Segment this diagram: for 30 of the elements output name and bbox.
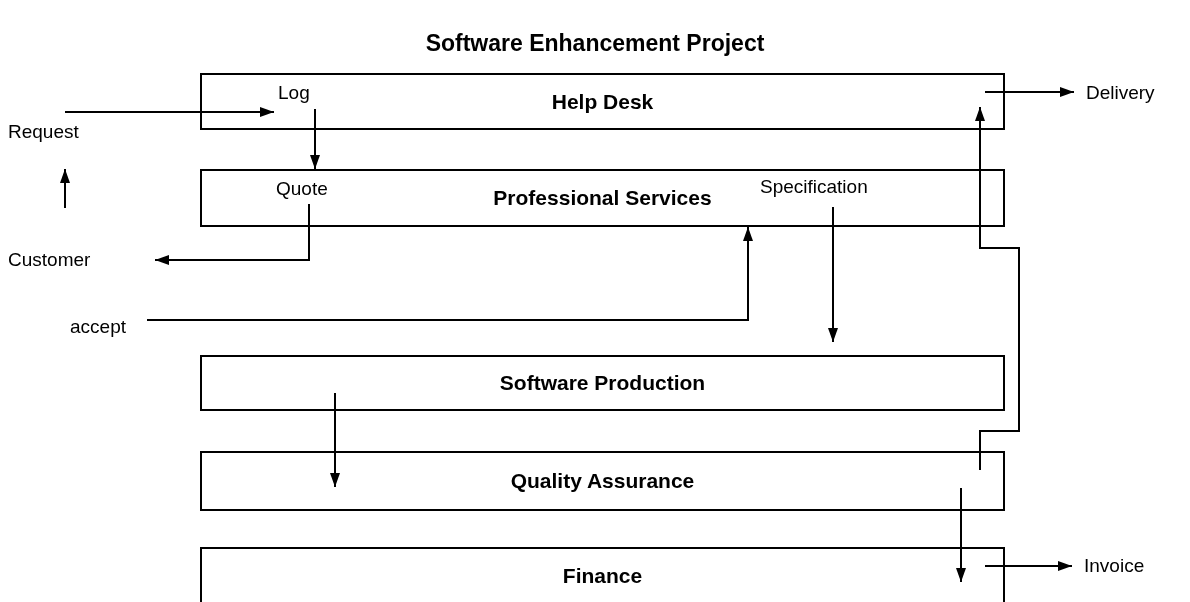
arrow (975, 106, 1020, 471)
swimlane-box (200, 451, 1005, 511)
arrow (828, 206, 838, 343)
swimlane-box (200, 355, 1005, 411)
diagram-title: Software Enhancement Project (424, 30, 766, 57)
step-label: Invoice (1084, 553, 1145, 579)
step-label: Delivery (1086, 80, 1155, 106)
arrow (146, 226, 753, 321)
swimlane-box (200, 547, 1005, 602)
arrow (984, 561, 1073, 571)
step-label: Specification (760, 174, 868, 200)
arrow (984, 87, 1075, 97)
arrow (310, 108, 320, 170)
swimlane-box (200, 73, 1005, 130)
lane-title: Professional Services (493, 186, 712, 210)
step-label: Quote (276, 176, 328, 202)
arrow (64, 107, 275, 117)
arrow (330, 392, 340, 488)
lane-title: Help Desk (551, 89, 654, 114)
step-label: accept (70, 314, 126, 340)
step-label: Log (278, 80, 310, 106)
step-label: Customer (8, 247, 91, 273)
step-label: Request (8, 119, 79, 145)
arrow (60, 168, 70, 209)
lane-title: Software Production (499, 371, 706, 395)
swimlane-box (200, 169, 1005, 227)
lane-title: Finance (562, 563, 643, 588)
lane-title: Quality Assurance (510, 469, 695, 493)
arrow (154, 203, 310, 265)
arrow (956, 487, 966, 583)
